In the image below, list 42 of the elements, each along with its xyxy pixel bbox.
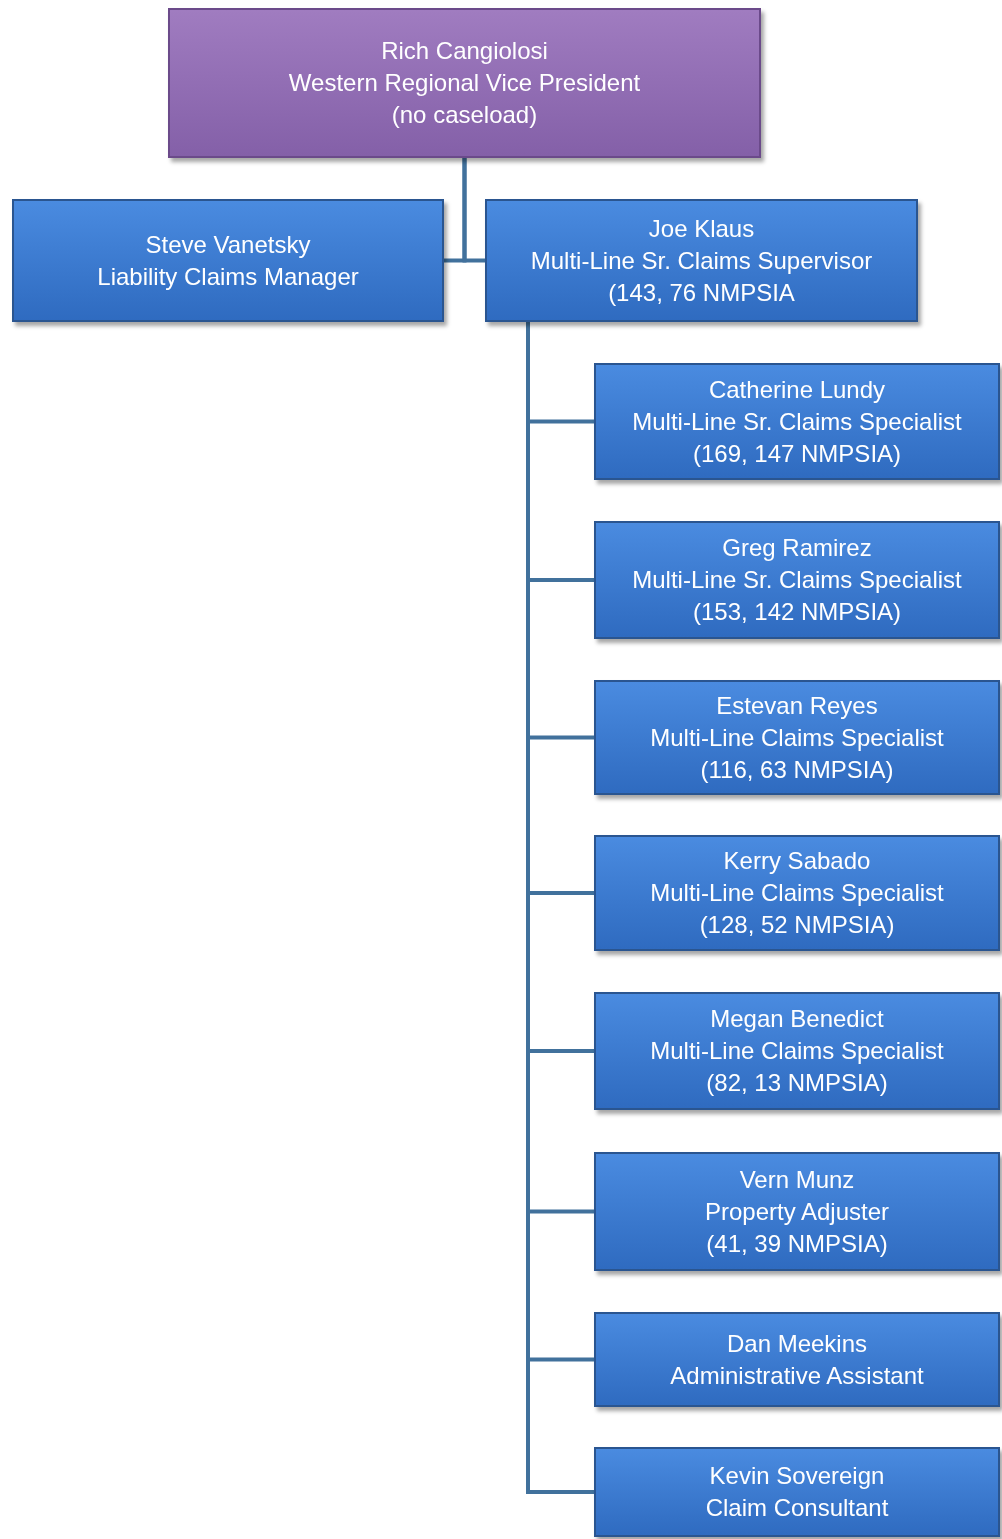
person-name: Vern Munz — [739, 1164, 855, 1195]
staff-box — [594, 1312, 1000, 1407]
role-text: Liability Claims Manager — [97, 261, 359, 292]
role-text: Multi-Line Claims Specialist — [650, 878, 944, 908]
person-name: Greg Ramirez — [722, 533, 872, 563]
role-text: (128, 52 NMPSIA) — [699, 910, 895, 940]
role-text: Multi-Line Sr. Claims Supervisor — [530, 245, 873, 276]
staff-box — [594, 680, 1000, 795]
role-text: Multi-Line Claims Specialist — [650, 1036, 944, 1066]
connector-line — [462, 158, 485, 263]
staff-box — [594, 992, 1000, 1110]
staff-box — [12, 199, 444, 322]
person-name: Kerry Sabado — [723, 846, 871, 876]
staff-box — [594, 521, 1000, 639]
person-name: Megan Benedict — [710, 1004, 884, 1034]
role-text: Multi-Line Sr. Claims Specialist — [632, 406, 962, 437]
role-text: Multi-Line Sr. Claims Specialist — [632, 565, 962, 595]
role-text: (116, 63 NMPSIA) — [700, 754, 894, 785]
role-text: Multi-Line Claims Specialist — [650, 722, 944, 753]
person-name: Catherine Lundy — [708, 374, 886, 405]
role-text: Western Regional Vice President — [288, 68, 641, 98]
person-name: Joe Klaus — [648, 213, 755, 244]
role-text: Administrative Assistant — [670, 1360, 924, 1391]
role-text: Property Adjuster — [704, 1196, 890, 1227]
role-text: (82, 13 NMPSIA) — [706, 1068, 888, 1098]
person-name: Dan Meekins — [726, 1328, 868, 1359]
role-text: (169, 147 NMPSIA) — [692, 438, 902, 469]
person-name: Steve Vanetsky — [145, 229, 311, 260]
staff-box — [594, 1447, 1000, 1537]
executive-box — [168, 8, 761, 158]
staff-box — [485, 199, 918, 322]
staff-box — [594, 363, 1000, 480]
staff-box — [594, 1152, 1000, 1271]
role-text: (143, 76 NMPSIA — [608, 277, 795, 308]
role-text: Claim Consultant — [705, 1493, 889, 1523]
person-name: Estevan Reyes — [716, 690, 878, 721]
role-text: (41, 39 NMPSIA) — [706, 1228, 888, 1259]
role-text: (no caseload) — [391, 100, 538, 130]
person-name: Kevin Sovereign — [709, 1461, 885, 1491]
role-text: (153, 142 NMPSIA) — [692, 597, 902, 627]
person-name: Rich Cangiolosi — [381, 36, 548, 66]
staff-box — [594, 835, 1000, 951]
